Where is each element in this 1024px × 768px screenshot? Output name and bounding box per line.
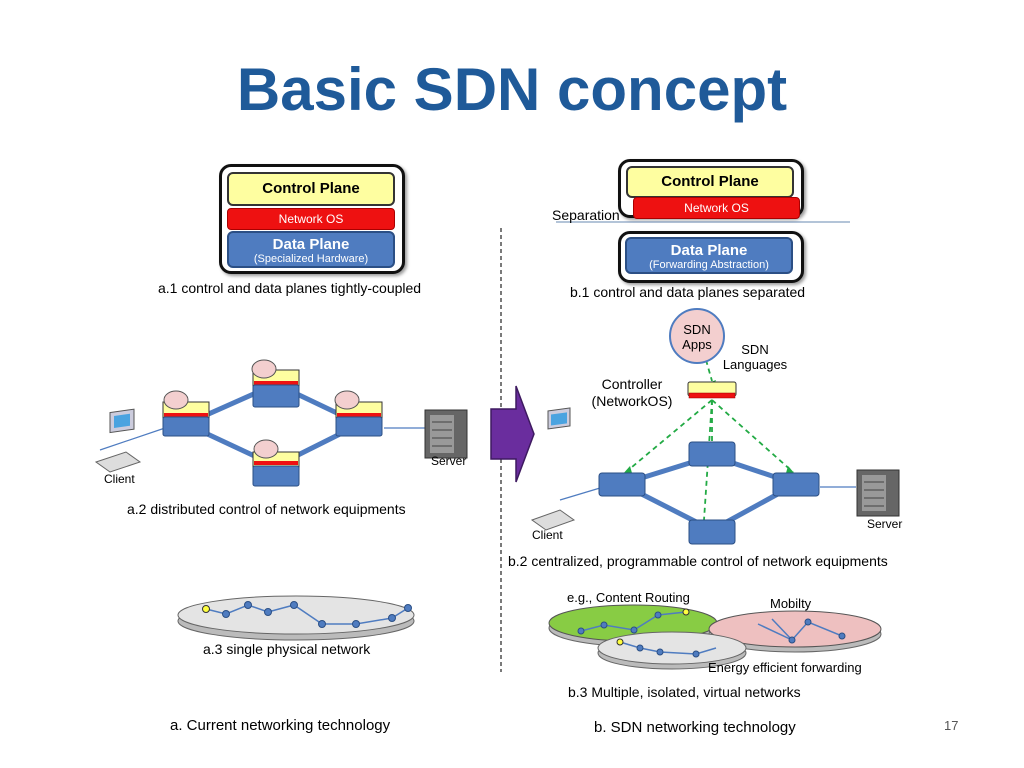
sdn-apps-line1: SDN bbox=[683, 322, 711, 337]
b3-gray-network bbox=[597, 631, 747, 670]
a2-caption: a.2 distributed control of network equip… bbox=[127, 501, 406, 517]
b1-separation-label: Separation bbox=[552, 207, 620, 223]
b2-switch-top bbox=[688, 441, 736, 467]
b2-client-icon bbox=[530, 407, 576, 531]
b2-client-label: Client bbox=[532, 528, 563, 542]
b3-networks bbox=[548, 604, 882, 670]
b3-content-routing-label: e.g., Content Routing bbox=[567, 590, 690, 605]
sdn-apps-circle bbox=[669, 308, 725, 364]
a1-data-plane-subtitle: (Specialized Hardware) bbox=[253, 253, 369, 265]
transition-arrow bbox=[490, 385, 535, 483]
a2-switch-left bbox=[162, 390, 210, 437]
a1-network-os: Network OS bbox=[227, 208, 395, 230]
a2-switch-bottom bbox=[252, 439, 300, 487]
a2-server-icon bbox=[424, 409, 468, 459]
left-footer: a. Current networking technology bbox=[170, 717, 391, 734]
b2-network bbox=[530, 308, 900, 545]
a2-server-label: Server bbox=[431, 454, 467, 468]
b1-network-os: Network OS bbox=[633, 197, 800, 219]
b3-pink-network bbox=[708, 610, 882, 653]
sdn-languages-line2: Languages bbox=[722, 357, 788, 372]
b1-data-plane: Data Plane (Forwarding Abstraction) bbox=[625, 237, 793, 274]
b2-server-icon bbox=[856, 469, 900, 517]
right-footer: b. SDN networking technology bbox=[594, 719, 796, 736]
controller-line1: Controller bbox=[601, 376, 663, 392]
b2-caption: b.2 centralized, programmable control of… bbox=[508, 553, 888, 569]
a2-client-link bbox=[99, 427, 166, 451]
b2-links bbox=[620, 453, 798, 533]
sdn-languages-line1: SDN bbox=[741, 342, 769, 357]
b1-data-plane-subtitle: (Forwarding Abstraction) bbox=[649, 259, 769, 271]
b1-caption: b.1 control and data planes separated bbox=[570, 284, 806, 300]
b2-switch-bottom bbox=[688, 519, 736, 545]
a3-network bbox=[177, 595, 415, 641]
a3-caption: a.3 single physical network bbox=[203, 641, 371, 657]
a2-switch-top bbox=[251, 359, 300, 408]
sdn-languages-label: SDN Languages bbox=[720, 342, 790, 372]
sdn-apps-line2: Apps bbox=[682, 337, 712, 352]
b2-client-link bbox=[559, 487, 601, 501]
b2-switch-right bbox=[772, 472, 820, 497]
slide-title: Basic SDN concept bbox=[236, 56, 788, 123]
b3-mobility-label: Mobilty bbox=[770, 596, 812, 611]
b3-energy-label: Energy efficient forwarding bbox=[708, 660, 862, 675]
b1-data-plane-title: Data Plane bbox=[670, 242, 748, 259]
b2-switch-left bbox=[598, 472, 646, 497]
b2-server-label: Server bbox=[867, 517, 903, 531]
a1-caption: a.1 control and data planes tightly-coup… bbox=[158, 280, 422, 296]
controller-label: Controller (NetworkOS) bbox=[582, 376, 682, 410]
a1-data-plane: Data Plane (Specialized Hardware) bbox=[227, 231, 395, 268]
a2-network bbox=[94, 359, 468, 487]
b1-control-plane: Control Plane bbox=[626, 166, 794, 198]
b3-caption: b.3 Multiple, isolated, virtual networks bbox=[568, 684, 801, 700]
a1-control-plane: Control Plane bbox=[227, 172, 395, 206]
b2-controller bbox=[687, 381, 737, 399]
a2-client-icon bbox=[94, 408, 142, 473]
sdn-apps-label: SDN Apps bbox=[672, 322, 722, 352]
a2-client-label: Client bbox=[104, 472, 135, 486]
page-number: 17 bbox=[944, 718, 959, 733]
a2-switch-right bbox=[334, 390, 383, 437]
controller-line2: (NetworkOS) bbox=[591, 393, 673, 409]
b2-controller-links bbox=[625, 359, 794, 521]
a1-data-plane-title: Data Plane bbox=[272, 236, 350, 253]
